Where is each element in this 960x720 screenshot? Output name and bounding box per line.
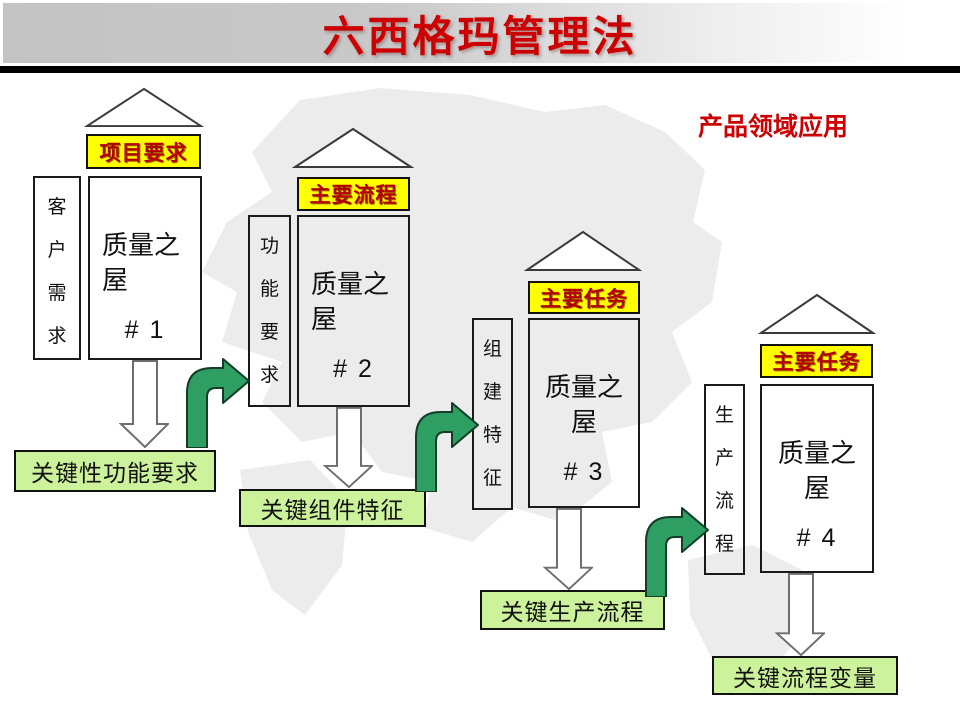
page-title: 六西格玛管理法 — [322, 12, 638, 60]
house-3-number: # 3 — [563, 458, 605, 486]
curved-arrow-icon — [415, 402, 479, 492]
house-3-main-panel: 质量之屋 # 3 — [528, 318, 640, 508]
house-2-name: 质量之屋 — [311, 269, 390, 334]
house-1-main-panel: 质量之屋 # 1 — [88, 176, 202, 360]
house-1-output-label: 关键性功能要求 — [14, 450, 216, 492]
house-2-roof-label: 主要流程 — [297, 177, 410, 211]
header-band: 六西格玛管理法 — [3, 3, 957, 63]
house-1-side-label: 客户需求 — [47, 197, 67, 347]
house-3-name: 质量之屋 — [544, 372, 623, 437]
house-4-side-panel: 生产流程 — [704, 384, 745, 575]
house-2-roof-triangle-icon — [292, 127, 414, 168]
curved-arrow-icon — [186, 358, 250, 448]
house-2-side-label: 功能要求 — [259, 236, 279, 386]
header-divider — [0, 66, 960, 73]
house-4-name: 质量之屋 — [777, 438, 856, 503]
down-arrow-icon — [119, 360, 169, 448]
house-3-roof-triangle-icon — [524, 230, 642, 271]
down-arrow-icon — [775, 573, 825, 656]
house-1-roof-label: 项目要求 — [86, 134, 201, 169]
house-3-output-label: 关键生产流程 — [480, 590, 665, 630]
curved-arrow-icon — [645, 507, 709, 597]
down-arrow-icon — [543, 508, 593, 590]
house-2-side-panel: 功能要求 — [248, 215, 291, 407]
house-4-roof-triangle-icon — [758, 293, 876, 334]
house-2-output-label: 关键组件特征 — [239, 489, 426, 527]
house-4-output-label: 关键流程变量 — [712, 656, 898, 695]
house-4-number: # 4 — [796, 524, 838, 552]
house-4-side-label: 生产流程 — [714, 405, 734, 555]
house-2-main-panel: 质量之屋 # 2 — [297, 215, 410, 407]
house-4-main-panel: 质量之屋 # 4 — [760, 384, 874, 573]
house-1-name: 质量之屋 — [102, 230, 181, 295]
house-2-number: # 2 — [333, 355, 374, 383]
house-1-side-panel: 客户需求 — [33, 176, 81, 360]
house-3-side-label: 组建特征 — [482, 339, 502, 489]
annotation-text: 产品领域应用 — [698, 113, 849, 141]
house-3-side-panel: 组建特征 — [472, 318, 513, 510]
house-1-roof-triangle-icon — [84, 87, 204, 128]
down-arrow-icon — [323, 407, 373, 488]
house-3-roof-label: 主要任务 — [528, 281, 640, 314]
house-1-number: # 1 — [124, 316, 166, 344]
house-4-roof-label: 主要任务 — [760, 344, 873, 378]
